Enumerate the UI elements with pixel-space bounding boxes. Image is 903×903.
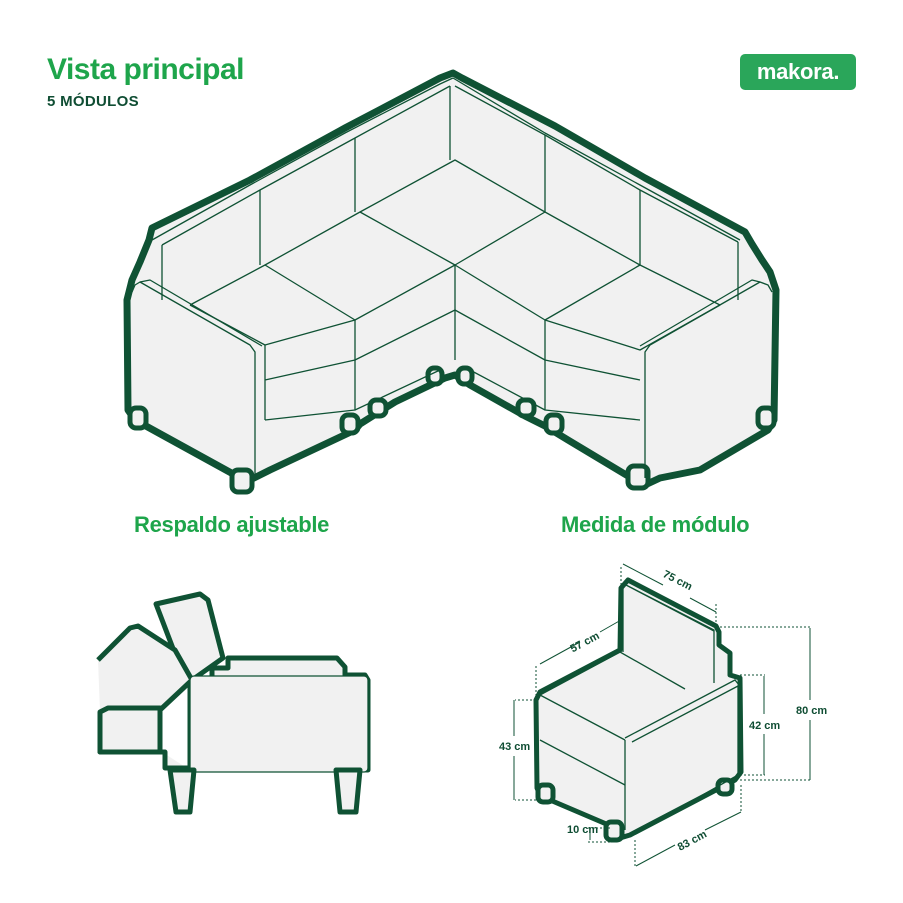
module-size-label: Medida de módulo <box>561 512 750 537</box>
svg-text:10 cm: 10 cm <box>567 824 598 836</box>
adjustable-backrest-label: Respaldo ajustable <box>134 512 330 537</box>
adjustable-backrest-illustration <box>96 591 371 815</box>
svg-text:80 cm: 80 cm <box>796 705 827 717</box>
svg-text:57 cm: 57 cm <box>568 630 601 655</box>
brand-logo: makora. <box>740 54 856 90</box>
svg-text:43 cm: 43 cm <box>499 741 530 753</box>
module-illustration <box>533 577 744 843</box>
svg-text:75 cm: 75 cm <box>661 568 694 593</box>
page-title: Vista principal <box>47 53 245 86</box>
svg-text:42 cm: 42 cm <box>749 720 780 732</box>
svg-text:83 cm: 83 cm <box>676 828 709 853</box>
modules-count: 5 MÓDULOS <box>47 93 139 110</box>
